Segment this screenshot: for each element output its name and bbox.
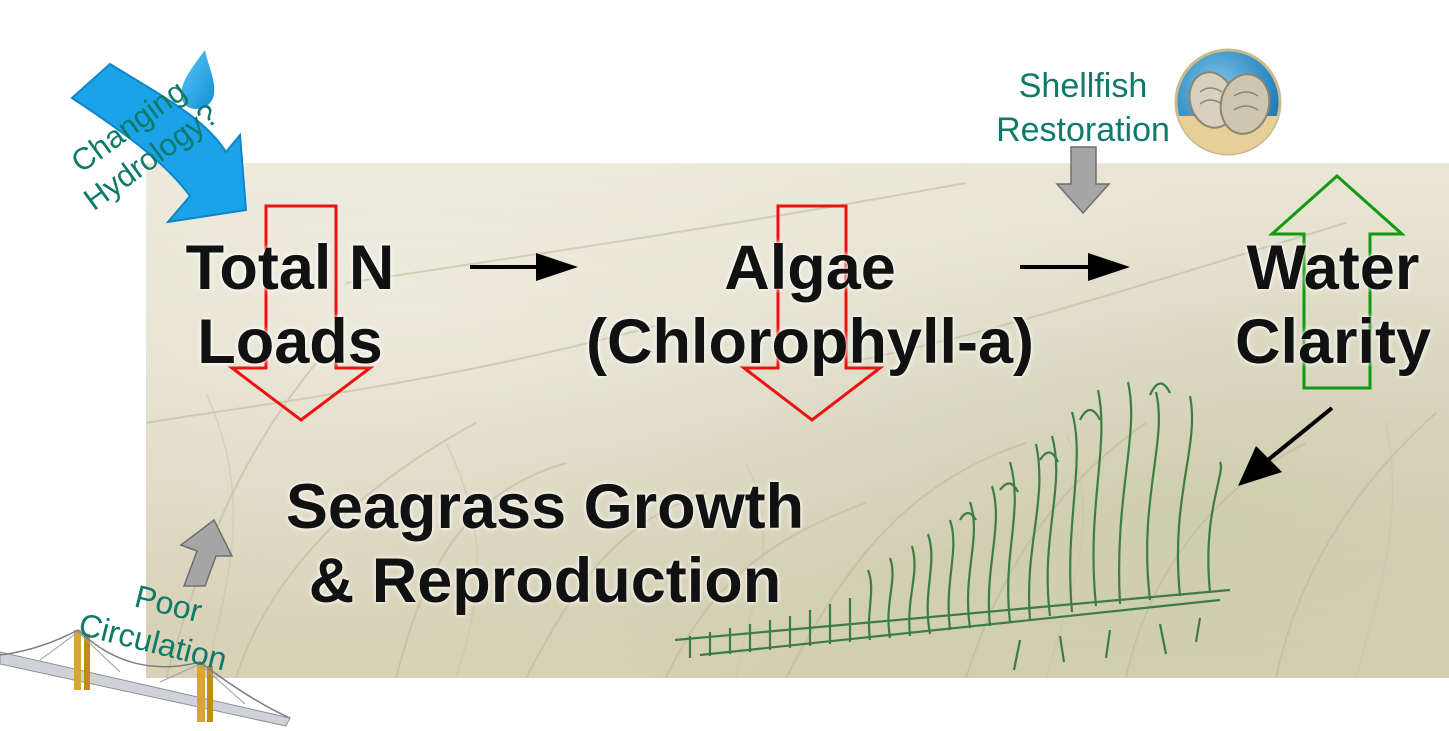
label-shellfish-restoration: Shellfish Restoration: [985, 64, 1181, 152]
seagrass-plant-icon: [674, 381, 1231, 671]
decrease-arrow-total-n: [227, 204, 375, 422]
node-total-n-loads: Total N Loads: [150, 231, 430, 379]
seagrass-line2: & Reproduction: [308, 546, 782, 616]
decrease-arrow-algae: [739, 204, 885, 422]
flow-arrow-clarity-to-seagrass: [1238, 406, 1334, 486]
oyster-icon: [1174, 48, 1282, 156]
water-line1: Water: [1246, 233, 1420, 303]
total-n-line2: Loads: [197, 307, 383, 377]
shellfish-down-arrow: [1055, 146, 1111, 215]
node-water-clarity: Water Clarity: [1218, 231, 1448, 379]
seagrass-background-photo: [146, 163, 1449, 678]
algae-line2: (Chlorophyll-a): [586, 307, 1034, 377]
seagrass-line1: Seagrass Growth: [285, 472, 805, 542]
flow-arrow-n-to-algae: [470, 253, 578, 281]
grass-texture: [146, 182, 1437, 678]
flow-arrow-algae-to-clarity: [1020, 253, 1130, 281]
total-n-line1: Total N: [185, 233, 395, 303]
circulation-up-arrow: [179, 518, 234, 587]
water-line2: Clarity: [1234, 307, 1432, 377]
shellfish-line1: Shellfish: [1018, 67, 1148, 105]
increase-arrow-water-clarity: [1268, 173, 1406, 390]
algae-line1: Algae: [724, 233, 896, 303]
node-seagrass: Seagrass Growth & Reproduction: [240, 470, 850, 618]
shellfish-line2: Restoration: [996, 111, 1170, 149]
bridge-icon: [0, 629, 291, 727]
hydrology-arrow: [70, 62, 248, 224]
node-algae: Algae (Chlorophyll-a): [550, 231, 1070, 379]
water-drop-icon: [181, 50, 215, 109]
